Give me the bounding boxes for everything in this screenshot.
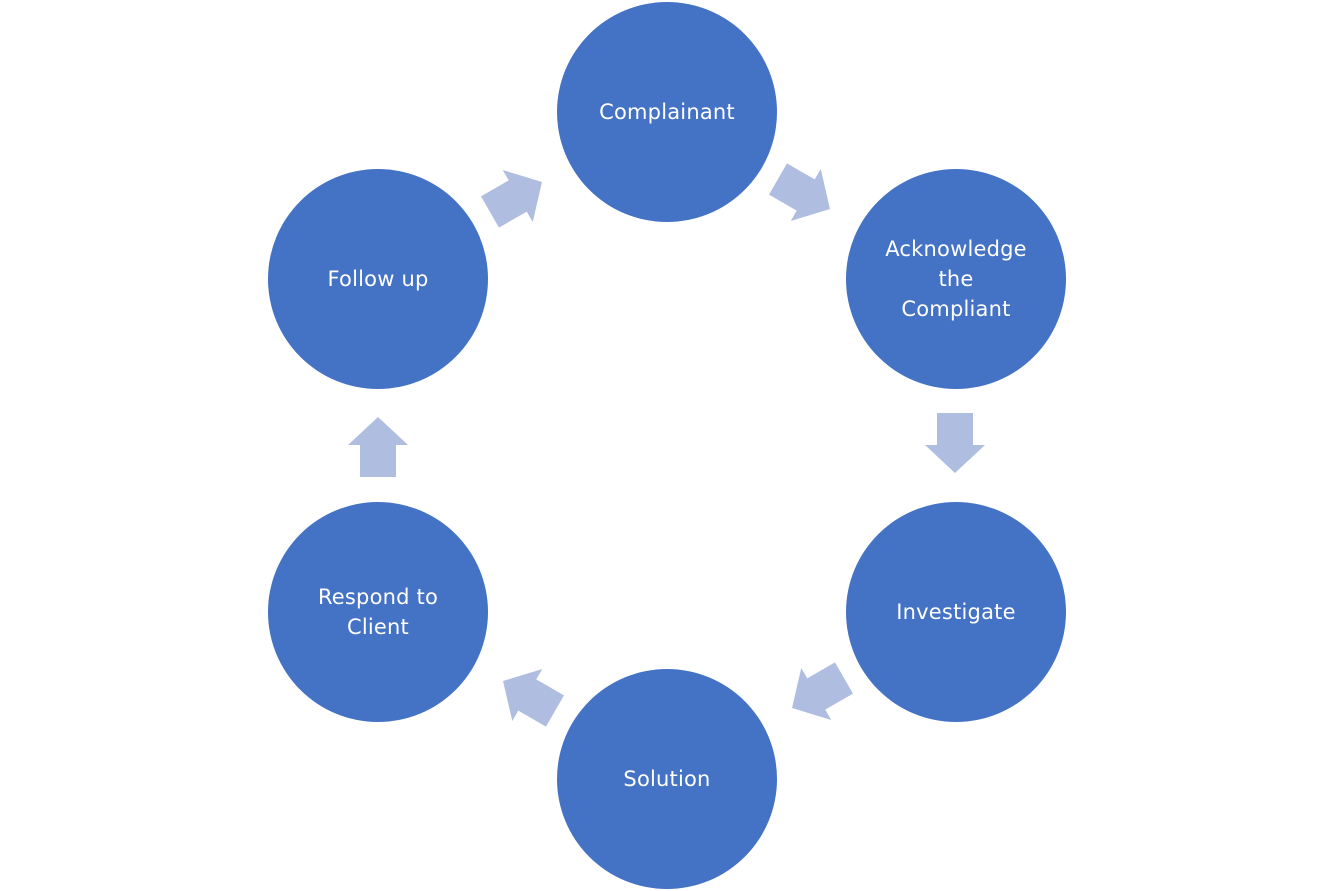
arrow-acknowledge-to-investigate: [925, 413, 985, 473]
node-label-complainant: Complainant: [599, 100, 735, 124]
arrow-complainant-to-acknowledge: [769, 163, 830, 221]
node-label-acknowledge: Acknowledge the Compliant: [885, 237, 1027, 321]
node-solution: Solution: [557, 669, 777, 889]
arrow-solution-to-respond: [503, 669, 564, 727]
node-follow-up: Follow up: [268, 169, 488, 389]
node-label-respond-to-client: Respond to Client: [317, 585, 439, 639]
arrow-follow-up-to-complainant: [481, 170, 542, 228]
node-label-follow-up: Follow up: [327, 267, 429, 291]
arrow-respond-to-follow-up: [348, 417, 408, 477]
node-label-solution: Solution: [623, 767, 711, 791]
node-label-investigate: Investigate: [896, 600, 1016, 624]
node-respond-to-client: Respond to Client: [268, 502, 488, 722]
node-complainant: Complainant: [557, 2, 777, 222]
node-acknowledge: Acknowledge the Compliant: [846, 169, 1066, 389]
arrow-investigate-to-solution: [792, 662, 853, 720]
node-investigate: Investigate: [846, 502, 1066, 722]
